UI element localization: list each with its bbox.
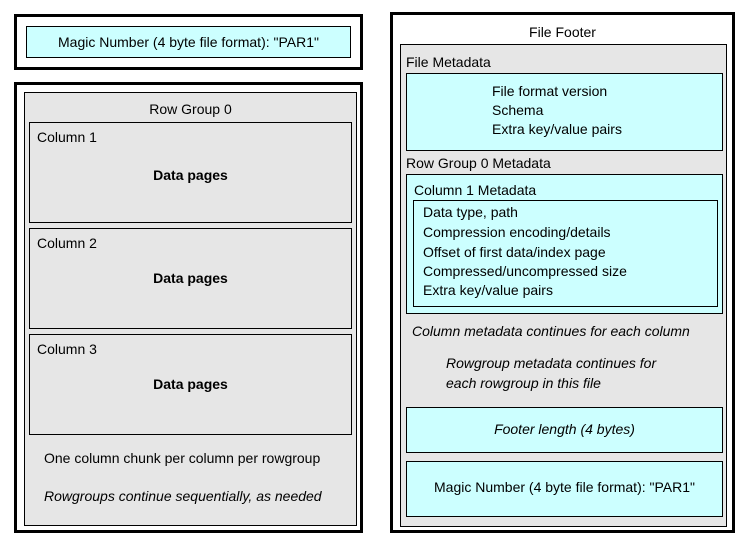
schema: Schema (492, 102, 544, 118)
rowgroup-continue-note: Rowgroups continue sequentially, as need… (44, 488, 322, 504)
extra-key-value-pairs: Extra key/value pairs (492, 121, 622, 137)
row-group-metadata-title: Row Group 0 Metadata (406, 155, 551, 171)
compression-encoding: Compression encoding/details (423, 224, 611, 240)
file-format-version: File format version (492, 83, 608, 99)
column-chunk-3-data-pages: Data pages (153, 376, 228, 392)
magic-number-header-text: Magic Number (4 byte file format): "PAR1… (58, 34, 319, 50)
row-group-metadata-box: Column 1 Metadata Data type, path Compre… (406, 174, 723, 314)
file-footer-frame: File Footer File Metadata File format ve… (390, 12, 735, 533)
file-metadata-box: File format version Schema Extra key/val… (406, 73, 723, 151)
offset-first-page: Offset of first data/index page (423, 244, 606, 260)
column-chunk-2: Column 2 Data pages (29, 228, 352, 329)
row-group-frame: Row Group 0 Column 1 Data pages Column 2… (14, 82, 363, 533)
magic-number-footer-text: Magic Number (4 byte file format): "PAR1… (434, 479, 695, 495)
column-chunk-note: One column chunk per column per rowgroup (44, 450, 321, 466)
data-type-path: Data type, path (423, 204, 518, 220)
column-metadata-title: Column 1 Metadata (414, 182, 537, 198)
rowgroup-metadata-continue-note-2: each rowgroup in this file (446, 375, 601, 391)
column-chunk-2-data-pages: Data pages (153, 270, 228, 286)
column-chunk-2-label: Column 2 (37, 235, 97, 251)
magic-number-header-frame: Magic Number (4 byte file format): "PAR1… (14, 14, 363, 70)
column-extra-key-value-pairs: Extra key/value pairs (423, 282, 553, 298)
rowgroup-metadata-continue-note-1: Rowgroup metadata continues for (446, 355, 657, 371)
footer-length-box: Footer length (4 bytes) (406, 407, 723, 453)
column-metadata-continue-note: Column metadata continues for each colum… (412, 323, 690, 339)
column-chunk-3-label: Column 3 (37, 341, 97, 357)
row-group-title: Row Group 0 (149, 101, 232, 117)
file-footer-body: File Metadata File format version Schema… (400, 44, 727, 527)
column-chunk-1-data-pages: Data pages (153, 167, 228, 183)
magic-number-header-box: Magic Number (4 byte file format): "PAR1… (26, 26, 351, 58)
row-group-0: Row Group 0 Column 1 Data pages Column 2… (24, 92, 357, 526)
footer-length-text: Footer length (4 bytes) (494, 421, 635, 437)
file-metadata-title: File Metadata (406, 54, 491, 70)
column-chunk-1-label: Column 1 (37, 129, 97, 145)
magic-number-footer-box: Magic Number (4 byte file format): "PAR1… (406, 461, 723, 517)
column-chunk-1: Column 1 Data pages (29, 122, 352, 223)
column-metadata-box: Data type, path Compression encoding/det… (413, 200, 718, 307)
column-chunk-3: Column 3 Data pages (29, 334, 352, 435)
compressed-size: Compressed/uncompressed size (423, 263, 627, 279)
file-footer-title: File Footer (529, 24, 596, 40)
